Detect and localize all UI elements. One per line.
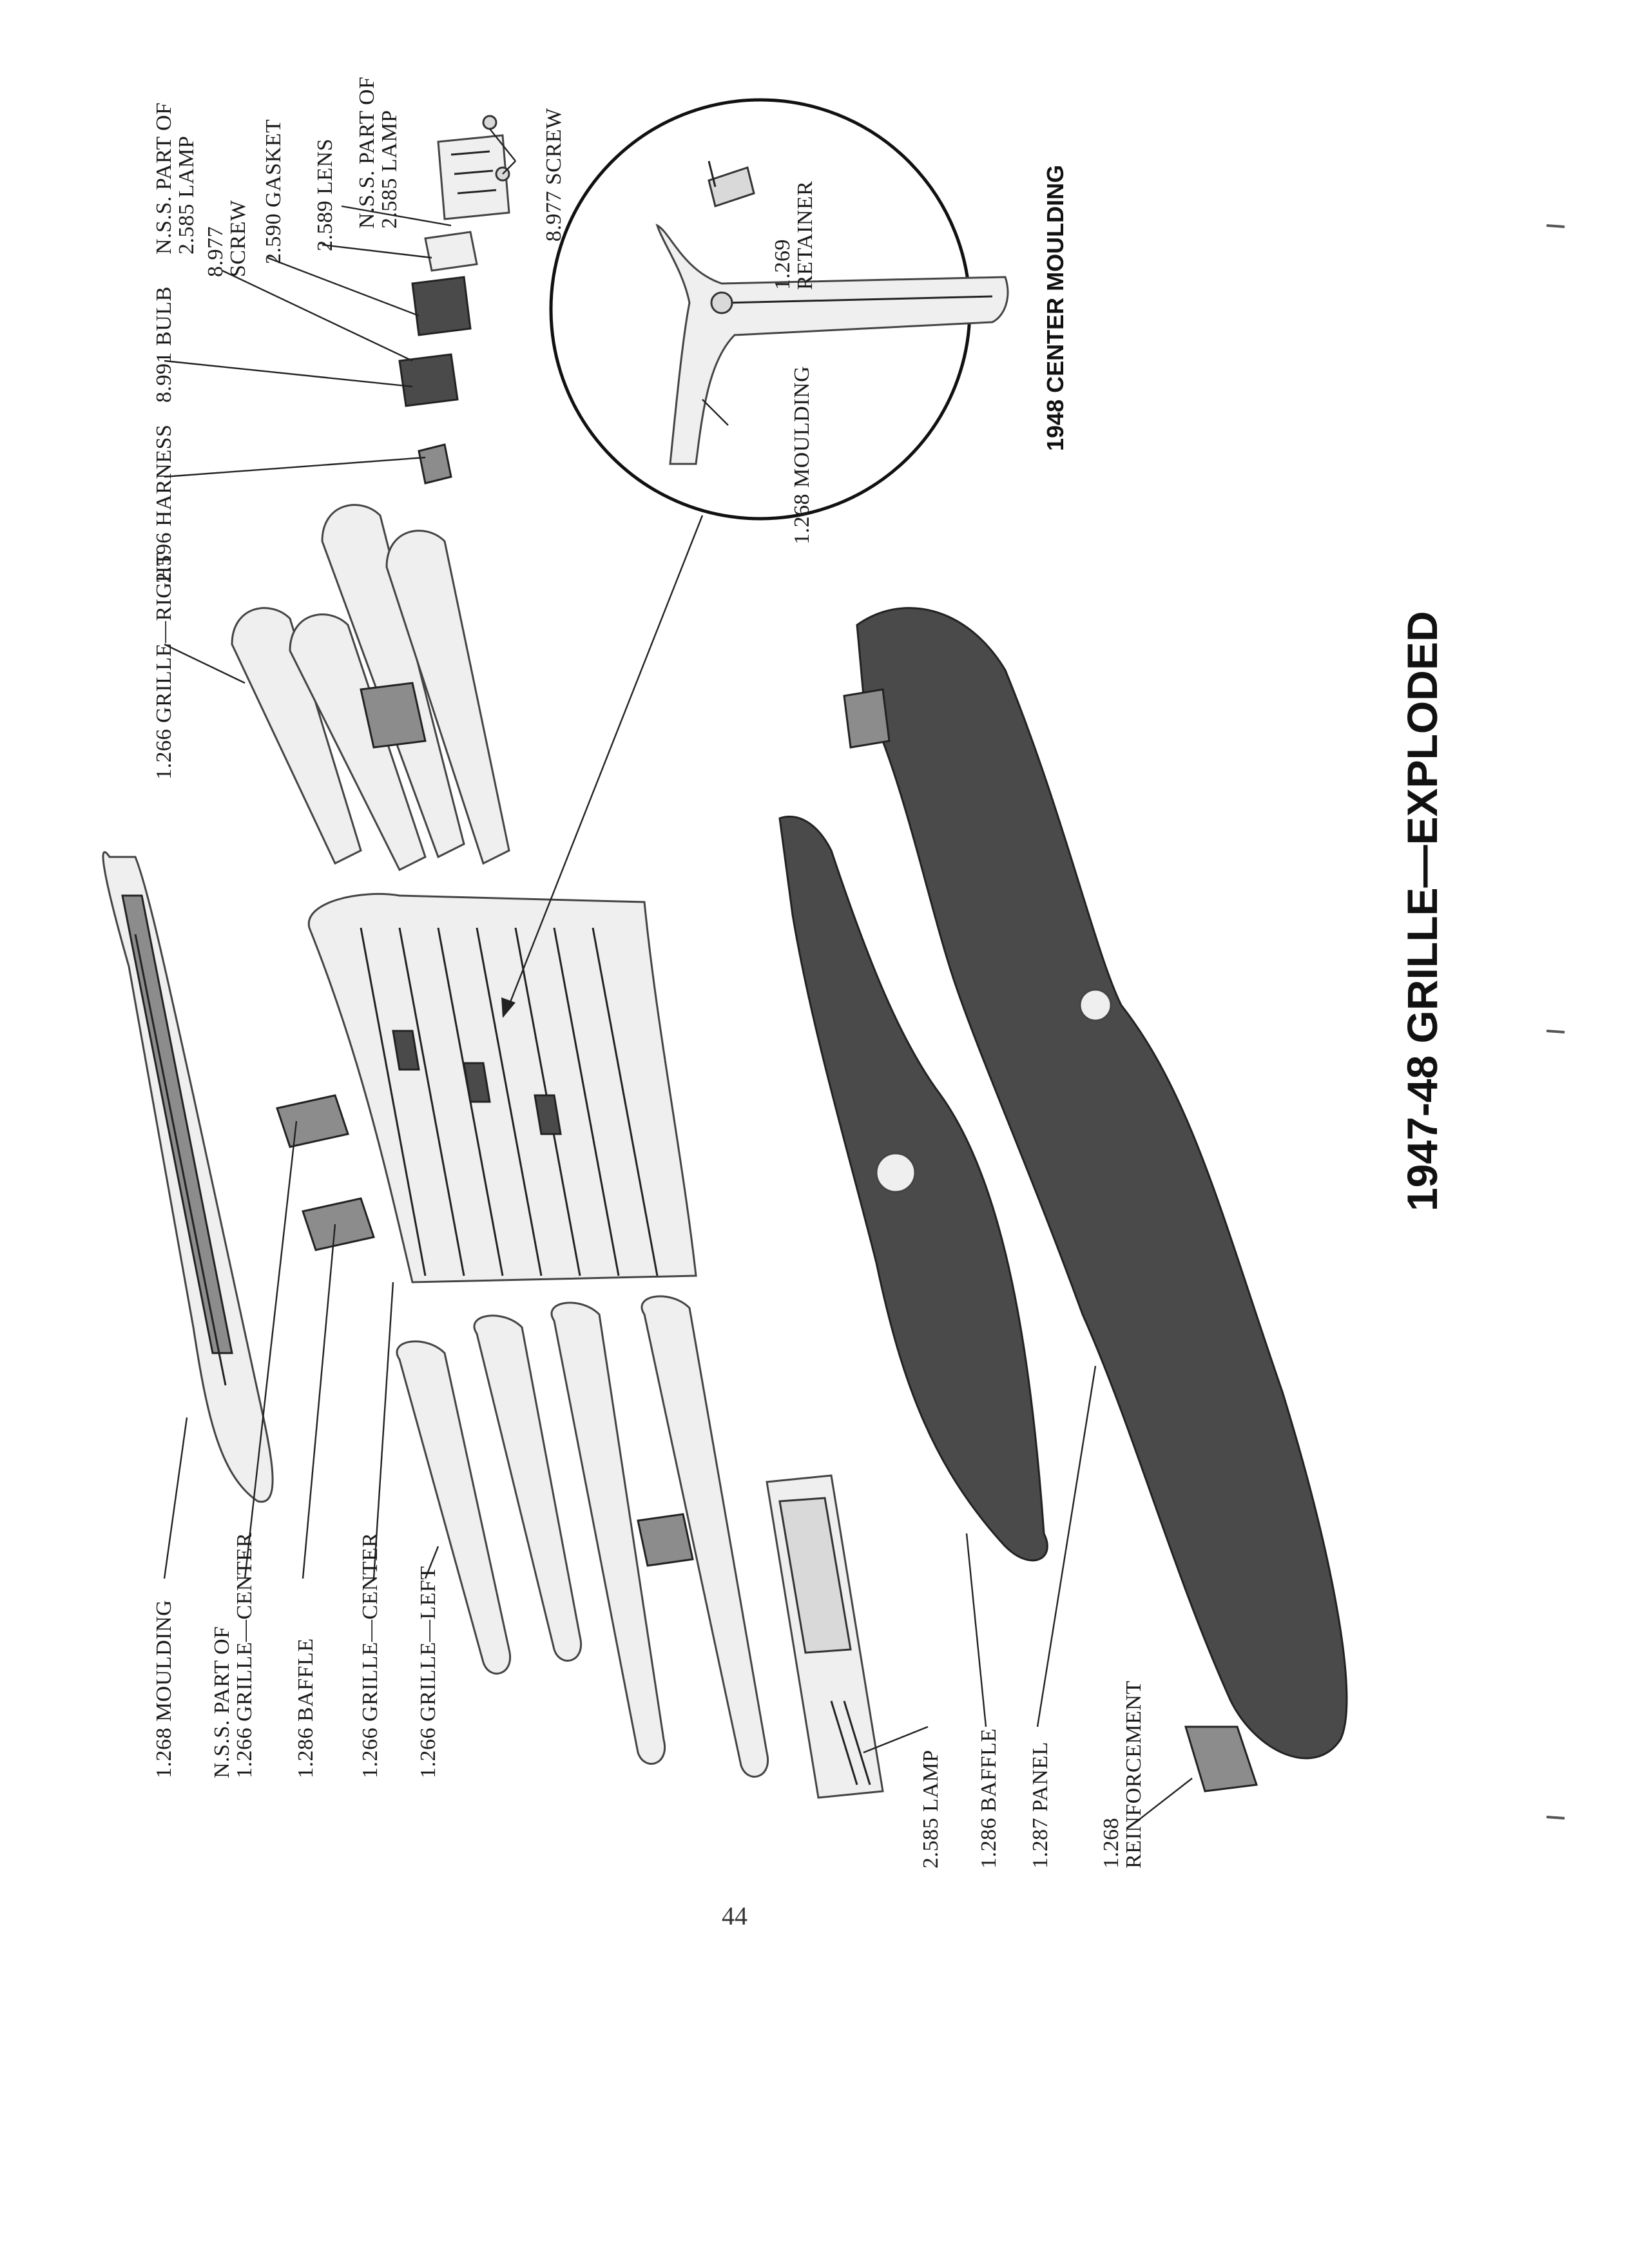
label-baffle-lower: 1.286 BAFFLE [977,1728,1001,1869]
lamp-part [766,1474,884,1799]
inset-pointer-arrow [508,515,704,1006]
label-screw-b: 8.977 SCREW [542,108,566,242]
grille-center-part [307,893,697,1283]
leader-lines [163,128,1193,1824]
inset-title: 1948 CENTER MOULDING [1042,165,1068,451]
page-title: 1947-48 GRILLE—EXPLODED [1398,611,1446,1211]
label-harness: 2.596 HARNESS [152,425,176,583]
page-number: 44 [722,1901,747,1930]
grille-right-part [231,504,510,872]
part-labels: 1.268 MOULDING N.S.S. PART OF 1.266 GRIL… [152,77,1446,1869]
label-nss-lamp-a-line1: N.S.S. PART OF [152,102,176,255]
label-lens: 2.589 LENS [313,139,337,251]
label-reinforcement-line1: 1.268 [1099,1818,1123,1869]
label-grille-left: 1.266 GRILLE—LEFT [416,1566,440,1778]
scan-mark [1546,224,1565,228]
label-nss-grille-center-line1: N.S.S. PART OF [210,1626,234,1778]
panel-part [843,607,1348,1760]
grille-left-part [396,1295,769,1778]
label-bulb: 8.991 BULB [152,286,176,403]
label-retainer-line2: RETAINER [793,181,817,290]
label-baffle-upper: 1.286 BAFFLE [294,1638,318,1778]
label-nss-lamp-b-line2: 2.585 LAMP [378,110,401,229]
label-lamp: 2.585 LAMP [919,1750,943,1869]
baffle-upper-part [276,1094,375,1251]
inset-pointer-arrowhead [501,997,516,1018]
label-grille-center: 1.266 GRILLE—CENTER [358,1532,382,1778]
reinforcement-part [1184,1725,1258,1792]
label-nss-grille-center-line2: 1.266 GRILLE—CENTER [233,1532,256,1778]
label-nss-lamp-a-line2: 2.585 LAMP [175,136,198,255]
label-grille-right: 1.266 GRILLE—RIGHT [152,552,176,780]
scan-mark [1546,1816,1565,1820]
label-gasket: 2.590 GASKET [262,119,285,264]
lamp-assembly-parts [398,115,510,485]
label-screw-a-line2: SCREW [226,200,250,277]
label-inset-moulding: 1.268 MOULDING [790,366,814,544]
inset-circle [549,98,1009,521]
label-retainer-line1: 1.269 [771,239,795,290]
label-reinforcement-line2: REINFORCEMENT [1122,1680,1146,1869]
label-moulding: 1.268 MOULDING [152,1600,176,1778]
label-nss-lamp-b-line1: N.S.S. PART OF [355,77,379,229]
moulding-part [102,851,274,1503]
label-screw-a-line1: 8.977 [204,226,227,277]
baffle-lower-part [778,815,1048,1562]
scan-mark [1546,1030,1565,1033]
label-panel: 1.287 PANEL [1028,1742,1052,1869]
